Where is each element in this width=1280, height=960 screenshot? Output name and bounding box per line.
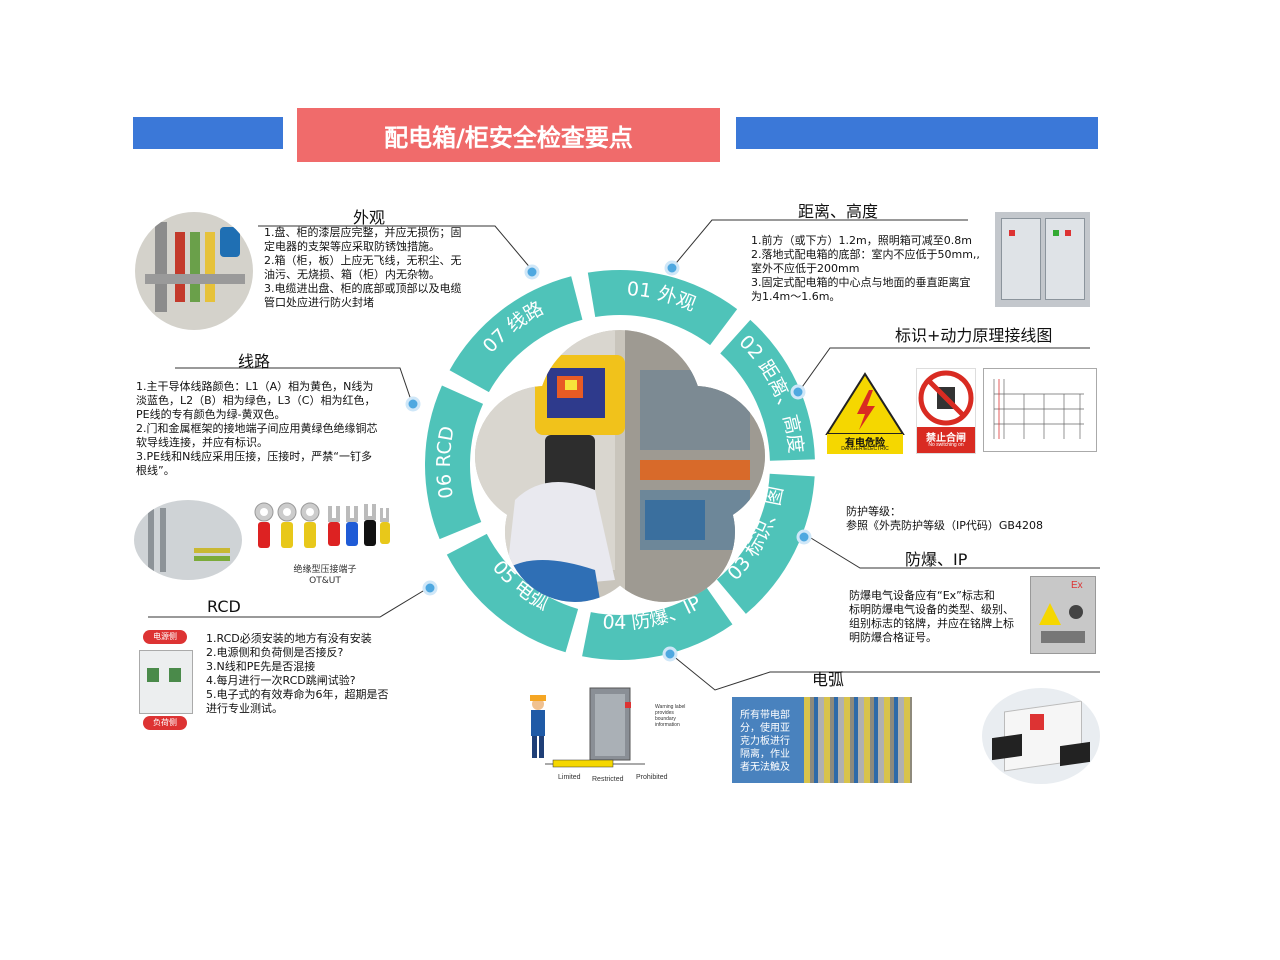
dot-wiring	[405, 396, 421, 412]
rcd-tag-bottom: 负荷侧	[153, 718, 177, 727]
distance-title: 距离、高度	[798, 202, 879, 221]
arc-label-restricted: Restricted	[592, 776, 624, 783]
no-switching-label: 禁止合闸	[926, 433, 966, 444]
page-title: 配电箱/柜安全检查要点	[297, 108, 720, 162]
dot-marking	[790, 384, 806, 400]
arc-label-limited: Limited	[558, 774, 581, 781]
ring-segment-6	[425, 385, 484, 540]
arc-overlay-text: 所有带电部 分，使用亚 克力板进行 隔离，作业 者无法触及	[740, 710, 790, 773]
dot-explosion	[796, 529, 812, 545]
rcd-title: RCD	[207, 597, 241, 616]
wiring-photo	[134, 500, 242, 580]
arc-label-prohibited: Prohibited	[636, 774, 668, 781]
wiring-schematic	[983, 368, 1097, 452]
rcd-device: 电源侧 负荷侧	[137, 628, 193, 732]
distance-text: 1.前方（或下方）1.2m，照明箱可减至0.8m 2.落地式配电箱的底部：室内不…	[751, 234, 980, 303]
dot-arc	[662, 646, 678, 662]
appearance-photo	[135, 212, 253, 330]
appearance-text: 1.盘、柜的漆层应完整，并应无损伤；固 定电器的支架等应采取防锈蚀措施。 2.箱…	[264, 226, 462, 309]
crimp-terminal-caption: 绝缘型压接端子 OT&UT	[293, 565, 357, 586]
no-switching-sign: 禁止合闸 No switching on	[916, 368, 976, 454]
danger-sign: 有电危险 DANGER!ELECTRIC	[825, 372, 905, 454]
header-bar-right	[736, 117, 1098, 149]
breaker-photo	[982, 688, 1100, 784]
danger-sign-label: 有电危险	[845, 438, 885, 449]
rcd-text: 1.RCD必须安装的地方有没有安装 2.电源侧和负荷侧是否接反? 3.N线和PE…	[206, 632, 389, 715]
danger-sign-sub: DANGER!ELECTRIC	[841, 446, 889, 452]
wiring-text: 1.主干导体线路颜色：L1（A）相为黄色，N线为 淡蓝色，L2（B）相为绿色，L…	[136, 380, 378, 477]
arc-title: 电弧	[812, 670, 845, 689]
ring-segment-1	[587, 270, 738, 346]
protection-text: 防护等级： 参照《外壳防护等级（IP代码）GB4208	[846, 505, 1043, 532]
wiring-title: 线路	[238, 352, 271, 371]
ring-segment-7	[449, 276, 583, 393]
marking-title: 标识+动力原理接线图	[895, 326, 1053, 345]
appearance-title: 外观	[353, 208, 386, 227]
ring-segment-3	[716, 473, 815, 614]
thermal-camera-photo	[475, 330, 765, 602]
explosion-box-photo: Ex	[1030, 576, 1096, 654]
ex-mark: Ex	[1071, 580, 1083, 591]
header-bar-left	[133, 117, 283, 149]
distance-photo	[995, 212, 1090, 307]
ring-segment-4	[582, 587, 733, 660]
arc-panel-photo: 所有带电部 分，使用亚 克力板进行 隔离，作业 者无法触及	[732, 697, 912, 783]
explosion-text: 防爆电气设备应有“Ex”标志和 标明防爆电气设备的类型、级别、 组别标志的铭牌，…	[849, 589, 1014, 644]
arc-boundary-diagram: Warning label provides boundary informat…	[525, 686, 695, 786]
dot-rcd	[422, 580, 438, 596]
explosion-title: 防爆、IP	[905, 550, 968, 569]
dot-appearance	[524, 264, 540, 280]
rcd-tag-top: 电源侧	[153, 632, 177, 641]
crimp-terminals	[252, 498, 392, 554]
no-switching-sub: No switching on	[928, 442, 964, 448]
arc-warning-label: Warning label provides boundary informat…	[655, 704, 686, 728]
ring-segment-5	[446, 533, 579, 653]
ring-segment-2	[720, 319, 815, 461]
dot-distance	[664, 260, 680, 276]
